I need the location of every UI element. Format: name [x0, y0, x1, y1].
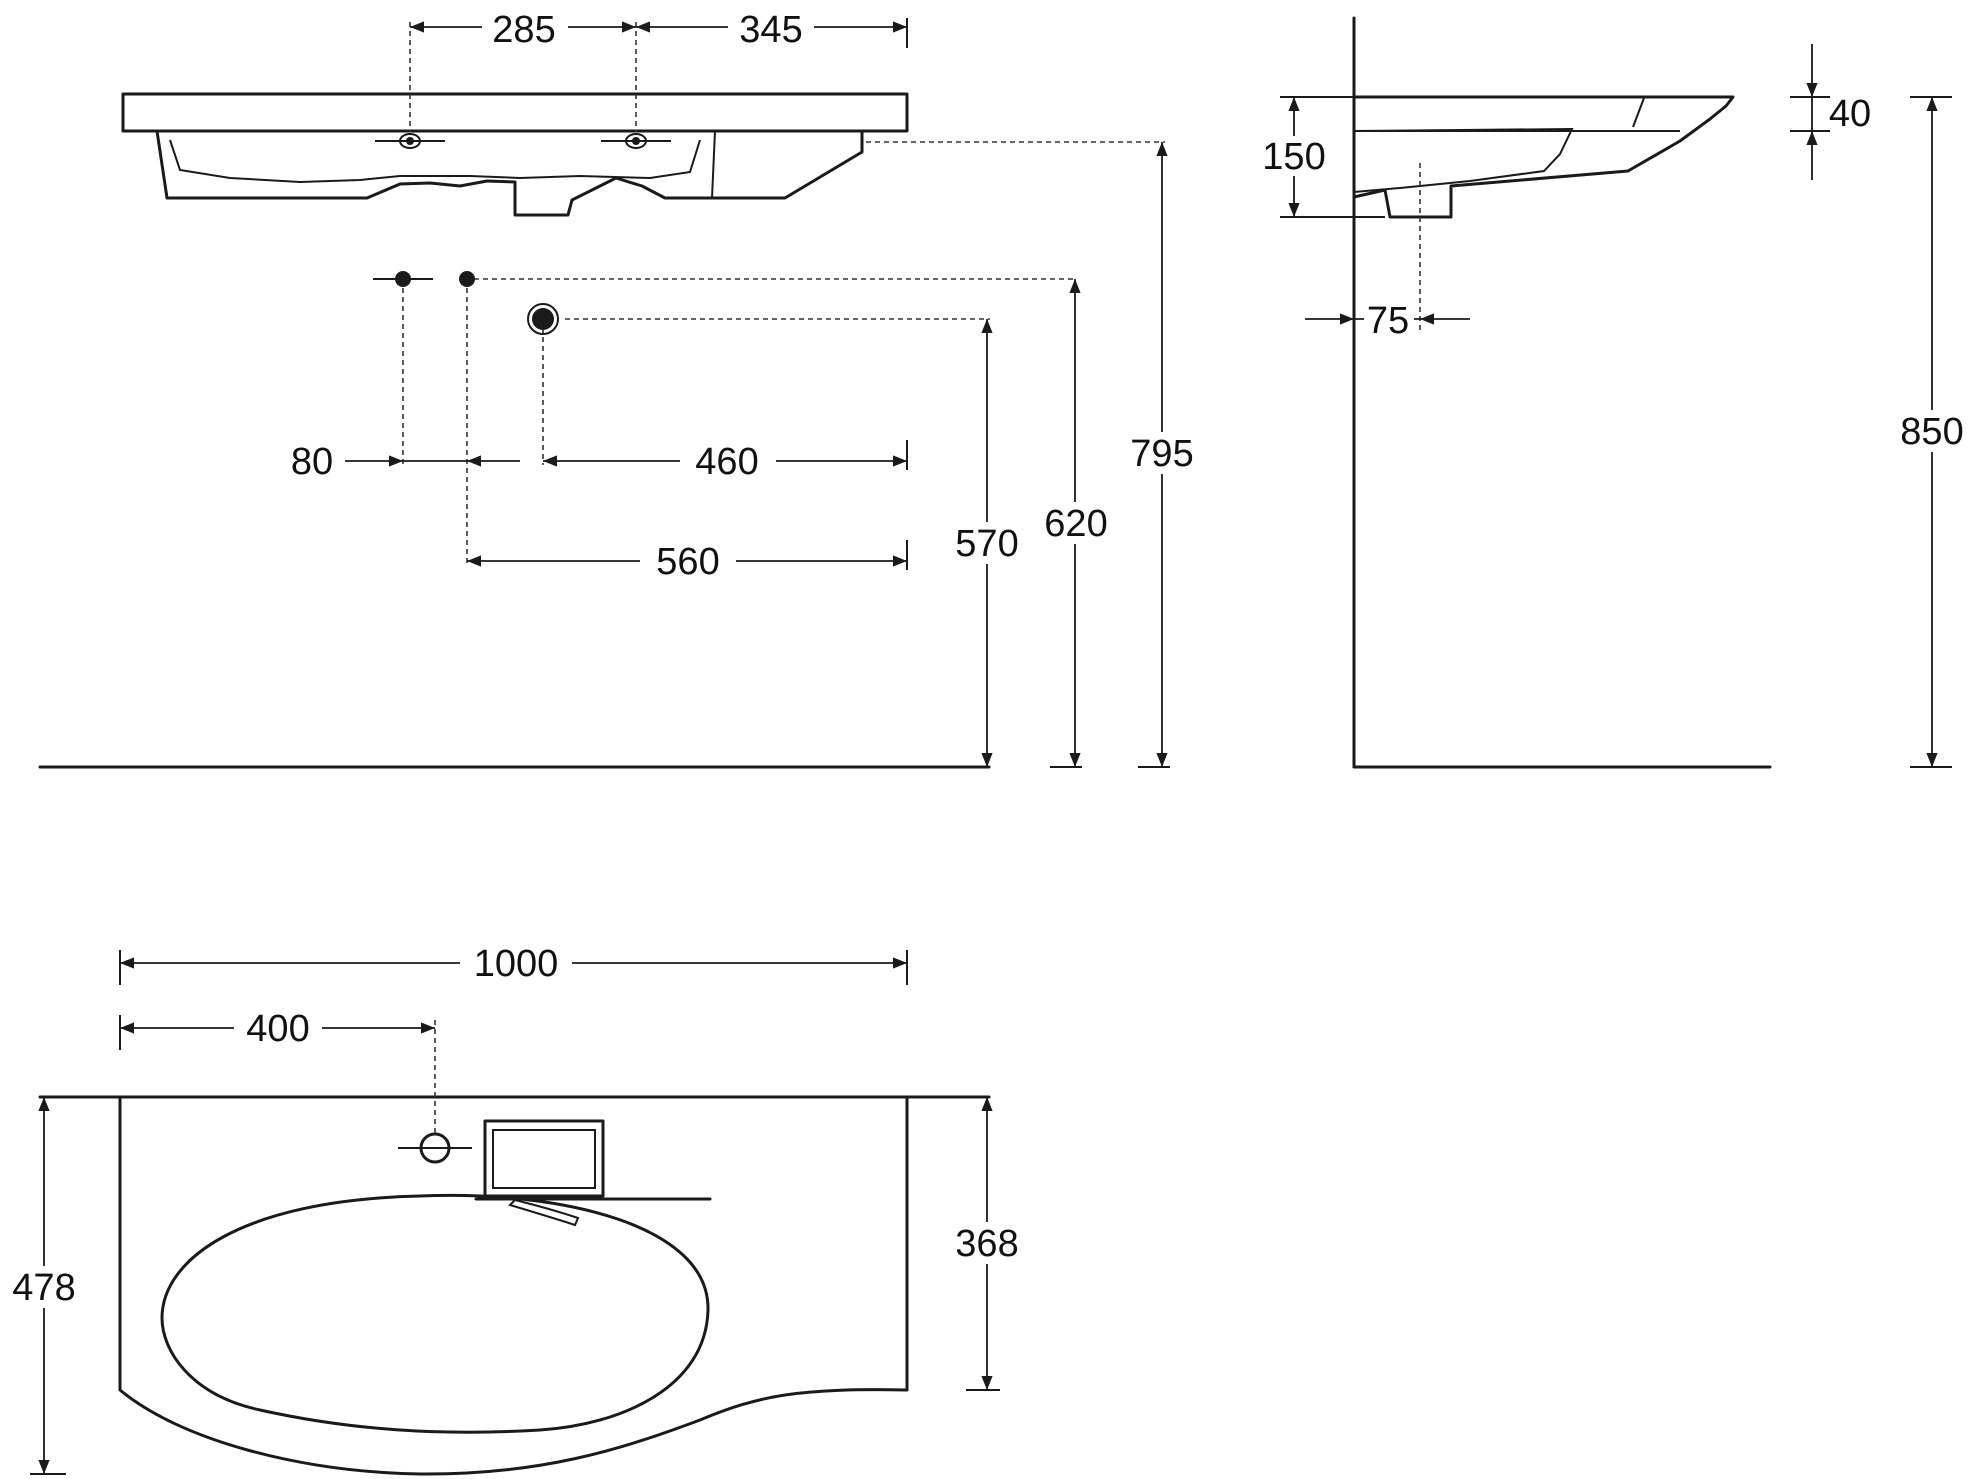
basin-side-inner — [1353, 127, 1574, 193]
tap-centre-right — [459, 271, 475, 287]
dim-620: 620 — [1044, 503, 1107, 545]
dim-570: 570 — [955, 523, 1018, 565]
plan-waste-box — [483, 1119, 605, 1198]
basin-bowl — [160, 1193, 710, 1434]
dim-1000: 1000 — [474, 943, 559, 985]
front-elevation: 285 345 80 460 560 570 620 795 — [38, 8, 1200, 769]
dim-285: 285 — [492, 9, 555, 51]
basin-inner-front — [169, 139, 701, 184]
dim-345: 345 — [739, 9, 802, 51]
dim-795: 795 — [1130, 433, 1193, 475]
tap-hole-right — [601, 133, 671, 149]
dim-150: 150 — [1262, 136, 1325, 178]
plan-view: 1000 400 478 368 — [6, 942, 1026, 1476]
dim-80: 80 — [291, 441, 333, 483]
dim-75: 75 — [1367, 300, 1409, 342]
side-elevation: 40 150 75 850 — [1252, 16, 1967, 769]
plan-tap-hole — [398, 1132, 472, 1164]
dim-850: 850 — [1900, 411, 1963, 453]
dim-400: 400 — [246, 1008, 309, 1050]
dim-460: 460 — [695, 441, 758, 483]
tap-centre-left — [373, 271, 433, 287]
waste-outlet — [527, 303, 559, 335]
dim-560: 560 — [656, 541, 719, 583]
basin-front-rim — [121, 92, 909, 133]
tap-hole-left — [375, 133, 445, 149]
basin-front-body — [155, 129, 864, 217]
basin-side-profile — [1352, 95, 1735, 219]
overflow-slot — [508, 1198, 580, 1227]
overflow-guard — [711, 130, 716, 199]
basin-plan-outline — [118, 1095, 909, 1476]
dim-368: 368 — [955, 1223, 1018, 1265]
dim-478: 478 — [12, 1267, 75, 1309]
dim-40: 40 — [1829, 93, 1871, 135]
